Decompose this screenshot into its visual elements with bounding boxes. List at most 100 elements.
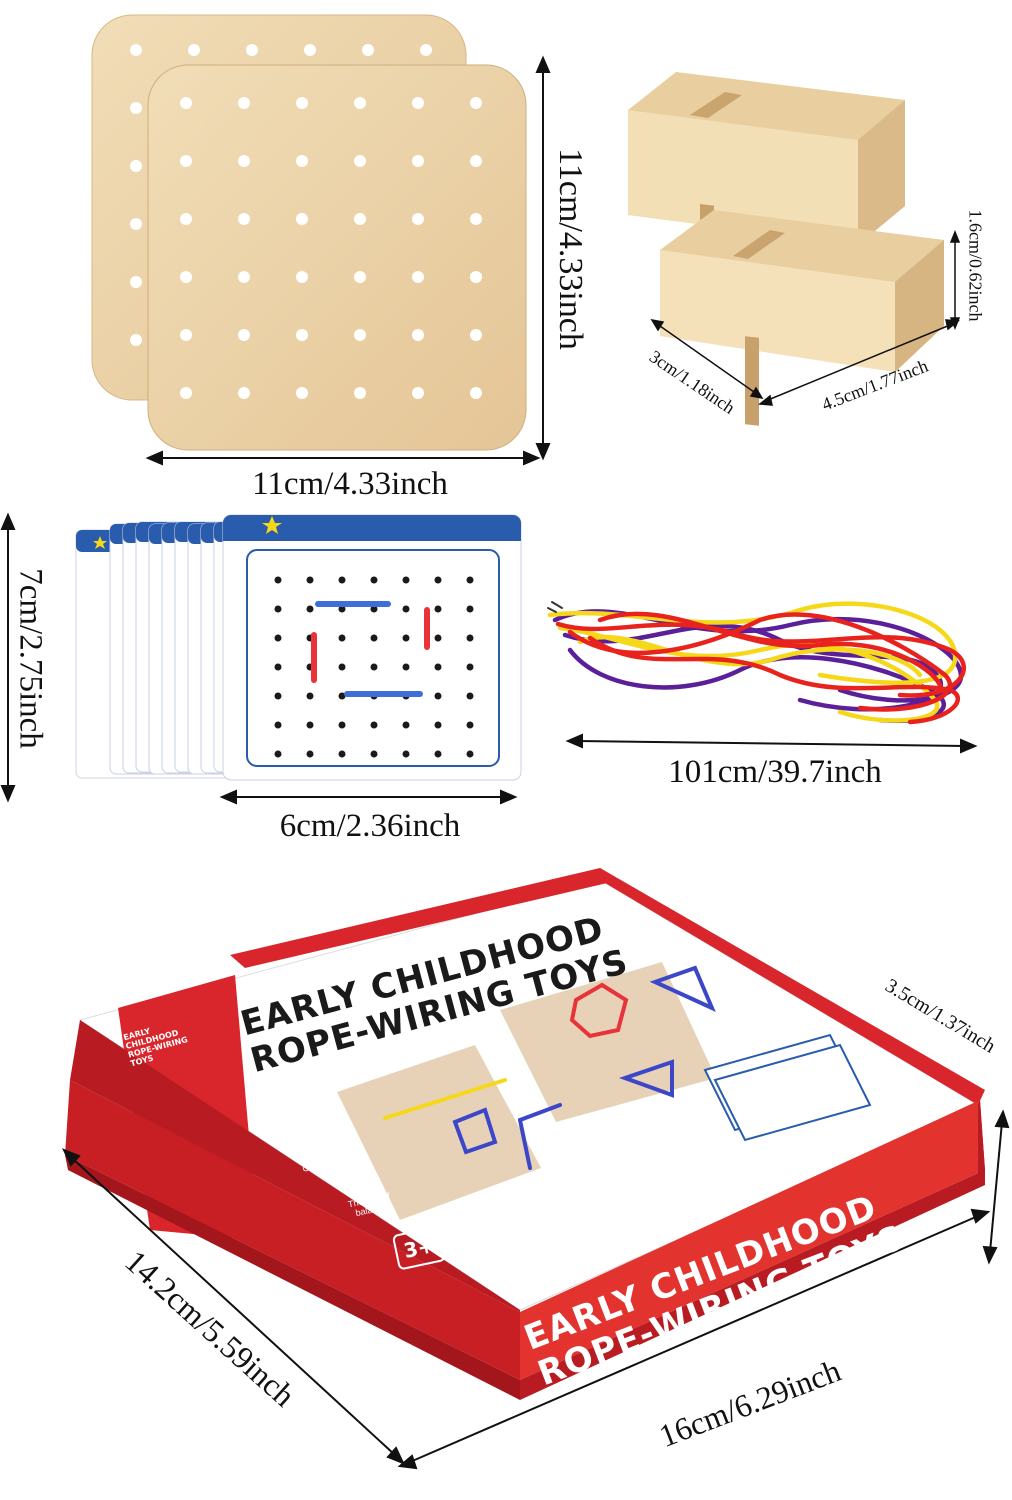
- card-dot: [306, 750, 314, 758]
- card-dot: [370, 605, 378, 613]
- card-dot: [434, 663, 442, 671]
- pegboard-hole: [412, 97, 424, 109]
- pegboard-hole: [180, 97, 192, 109]
- pegboard-hole: [354, 155, 366, 167]
- card-width-label: 6cm/2.36inch: [279, 808, 461, 844]
- product-box-illustration: [62, 868, 1010, 1470]
- pegboard-hole: [354, 387, 366, 399]
- card-dot: [338, 576, 346, 584]
- board-height-label: 11cm/4.33inch: [552, 148, 589, 350]
- box-art-boards: [337, 962, 716, 1220]
- card-dot: [466, 692, 474, 700]
- pegboard-hole: [180, 387, 192, 399]
- pegboard-hole: [470, 213, 482, 225]
- pegboard-hole: [130, 334, 142, 346]
- card-dot: [402, 576, 410, 584]
- pegboard-hole: [238, 155, 250, 167]
- stand-height-label: 1.6cm/0.62inch: [965, 209, 986, 322]
- pegboard-hole: [470, 329, 482, 341]
- card-dot: [338, 605, 346, 613]
- box-height-arrow: [982, 1109, 1010, 1265]
- box-depth-arrow: [62, 1148, 405, 1465]
- pegboard-hole: [420, 44, 432, 56]
- board-height-arrow: [535, 55, 551, 461]
- pegboard-hole: [238, 387, 250, 399]
- card-dot: [274, 634, 282, 642]
- card-dot: [338, 692, 346, 700]
- pegboard-hole: [412, 329, 424, 341]
- pegboard-hole: [354, 213, 366, 225]
- pegboard-hole: [354, 271, 366, 283]
- stand-length-arrow: [758, 319, 960, 406]
- box-art-cards: [703, 1033, 872, 1142]
- pegboard-hole: [304, 44, 316, 56]
- pegboard-hole: [180, 271, 192, 283]
- pegboard-hole: [130, 160, 142, 172]
- pegboard-hole: [130, 276, 142, 288]
- card-dot: [370, 576, 378, 584]
- card-dot: [402, 605, 410, 613]
- card-dot: [338, 721, 346, 729]
- pegboard-hole: [470, 271, 482, 283]
- card-dot: [274, 663, 282, 671]
- card-dot: [338, 750, 346, 758]
- pegboard-hole: [354, 97, 366, 109]
- pattern-cards-illustration: [0, 512, 522, 805]
- pegboard-hole: [296, 271, 308, 283]
- pegboard-hole: [238, 213, 250, 225]
- pegboard-hole: [238, 97, 250, 109]
- card-dot: [466, 634, 474, 642]
- pegboard-hole: [130, 102, 142, 114]
- card-dot: [370, 663, 378, 671]
- pegboard-hole: [180, 329, 192, 341]
- card-dot: [434, 692, 442, 700]
- pegboard-hole: [412, 155, 424, 167]
- card-dot: [370, 750, 378, 758]
- card-dot: [306, 721, 314, 729]
- pegboard-hole: [296, 387, 308, 399]
- pegboard-hole: [296, 155, 308, 167]
- card-dot: [402, 634, 410, 642]
- pegboard-hole: [238, 271, 250, 283]
- pegboard-hole: [246, 44, 258, 56]
- box-width-arrow: [397, 1208, 991, 1470]
- pegboard-hole: [296, 97, 308, 109]
- card-dot: [466, 605, 474, 613]
- pegboard-hole: [470, 97, 482, 109]
- pegboard-hole: [130, 44, 142, 56]
- card-dot: [466, 576, 474, 584]
- card-dot: [274, 721, 282, 729]
- card-dot: [306, 605, 314, 613]
- card-dot: [274, 692, 282, 700]
- board-width-label: 11cm/4.33inch: [252, 466, 448, 502]
- card-dot: [434, 605, 442, 613]
- stand-height-arrow: [949, 229, 961, 331]
- card-dot: [434, 634, 442, 642]
- rope-length-label: 101cm/39.7inch: [668, 754, 882, 790]
- pegboard-hole: [180, 213, 192, 225]
- card-dot: [402, 750, 410, 758]
- pegboard-hole: [238, 329, 250, 341]
- pegboard-hole: [296, 329, 308, 341]
- pegboard-hole: [470, 387, 482, 399]
- front-card: [222, 514, 522, 781]
- pegboard-hole: [412, 213, 424, 225]
- card-dot: [434, 721, 442, 729]
- card-height-arrow: [0, 512, 16, 803]
- pegboard-hole: [412, 387, 424, 399]
- card-dot: [466, 750, 474, 758]
- pegboard-hole: [470, 155, 482, 167]
- card-dot: [338, 634, 346, 642]
- pegboard-hole: [130, 218, 142, 230]
- card-dot: [306, 692, 314, 700]
- card-dot: [466, 721, 474, 729]
- card-dot: [434, 576, 442, 584]
- rope-length-arrow: [565, 733, 978, 754]
- card-dot: [434, 750, 442, 758]
- card-dot: [402, 721, 410, 729]
- card-dot: [370, 721, 378, 729]
- card-dot: [338, 663, 346, 671]
- pegboard-hole: [188, 44, 200, 56]
- card-dot: [466, 663, 474, 671]
- pegboard-hole: [362, 44, 374, 56]
